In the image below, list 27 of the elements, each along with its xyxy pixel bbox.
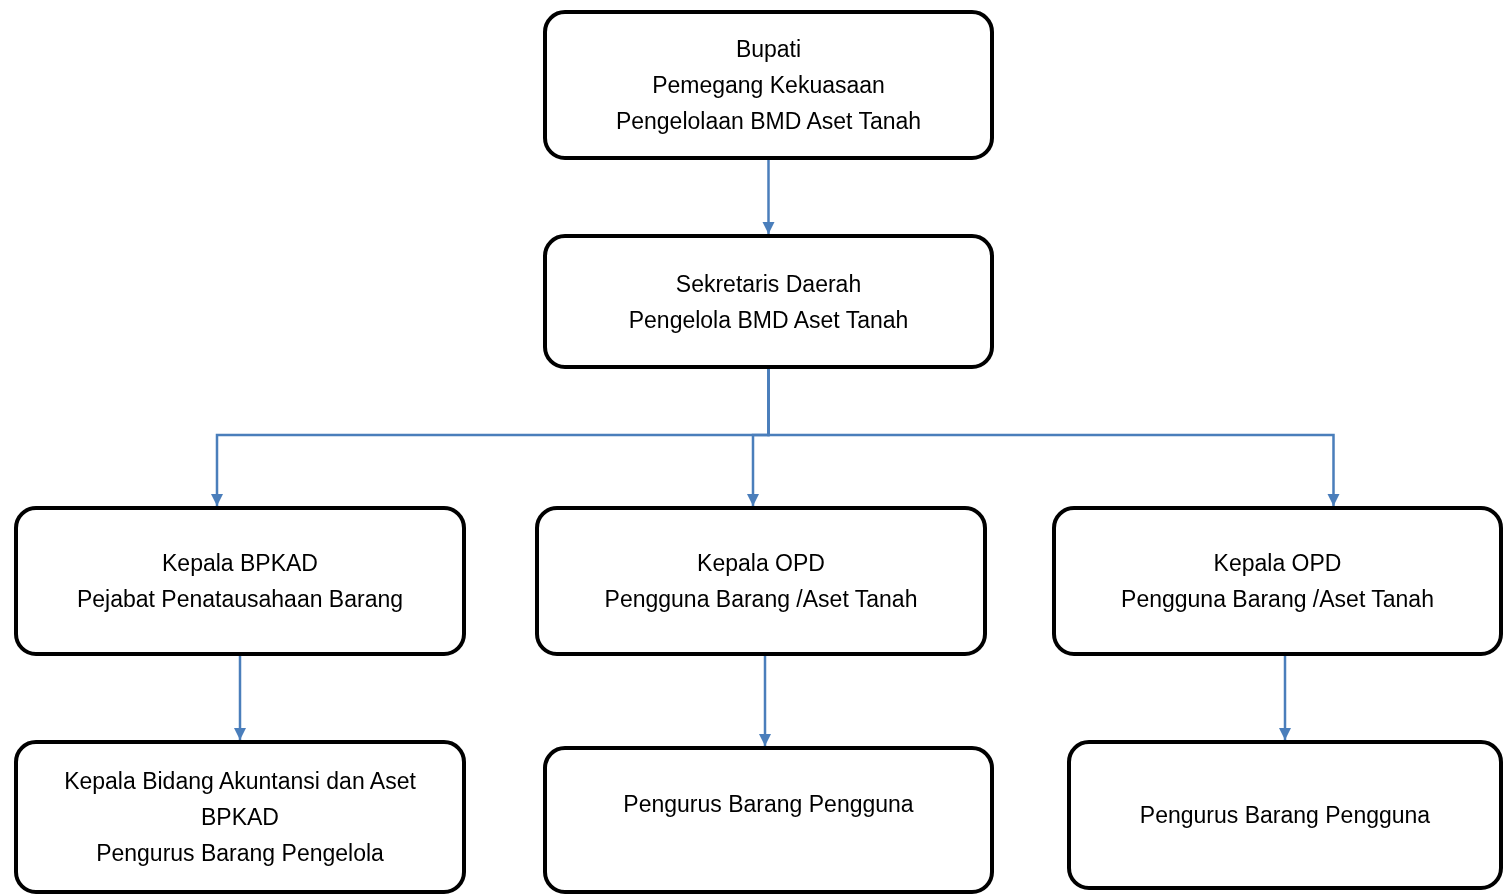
position-title: Pengurus Barang Pengguna	[623, 790, 914, 819]
org-box	[1067, 740, 1503, 890]
role-text: Pengguna Barang /Aset Tanah	[604, 585, 918, 614]
position-title: Bupati	[735, 35, 802, 64]
org-box	[543, 10, 994, 160]
arrow	[762, 160, 775, 234]
role-text: Pengguna Barang /Aset Tanah	[1121, 585, 1434, 614]
role-text: Pemegang Kekuasaan Pengelolaan BMD Aset Tanah	[614, 71, 923, 136]
arrow	[758, 656, 772, 746]
org-box	[543, 234, 994, 369]
position-title: Pengurus Barang Pengguna	[1139, 801, 1431, 830]
org-box	[535, 506, 987, 656]
position-title: Kepala OPD	[697, 549, 825, 578]
org-box	[543, 746, 994, 894]
org-box	[14, 506, 466, 656]
role-text: Pengurus Barang Pengelola	[96, 839, 384, 868]
role-text: Pengelola BMD Aset Tanah	[628, 305, 909, 335]
arrow	[1278, 656, 1292, 740]
position-title: Kepala OPD	[1213, 549, 1342, 578]
arrow	[767, 369, 1340, 506]
position-title: Kepala BPKAD	[162, 549, 318, 578]
position-title: Kepala Bidang Akuntansi dan Aset BPKAD	[63, 767, 417, 832]
position-title: Sekretaris Daerah	[675, 269, 862, 299]
org-box	[14, 740, 466, 894]
arrow	[233, 656, 247, 740]
role-text: Pejabat Penatausahaan Barang	[76, 585, 404, 614]
org-box	[1052, 506, 1503, 656]
